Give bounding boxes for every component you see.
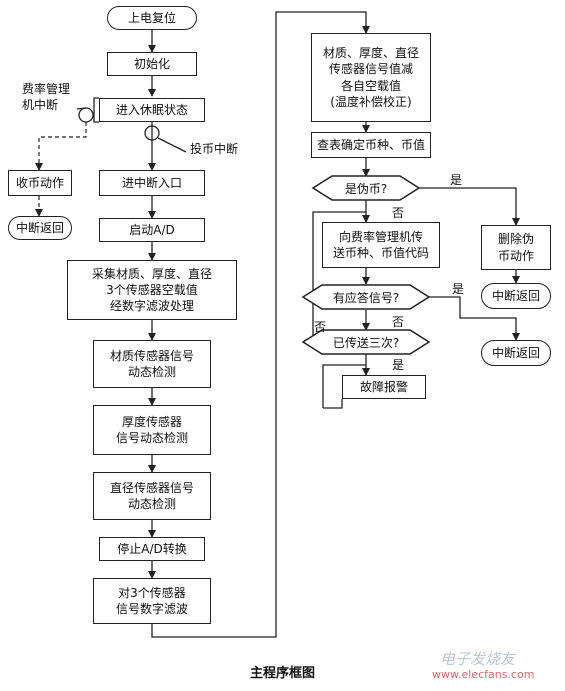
reply-return-box: 中断返回 xyxy=(481,340,551,366)
stop-ad-box: 停止A/D转换 xyxy=(99,537,205,561)
thickness-detect-box: 厚度传感器 信号动态检测 xyxy=(93,405,211,455)
fee-interrupt-label: 费率管理 机中断 xyxy=(22,82,71,112)
subtract-box: 材质、厚度、直径 传感器信号值减 各自空载值 (温度补偿校正) xyxy=(311,33,431,122)
send-code-box: 向费率管理机传 送币种、币值代码 xyxy=(322,222,440,268)
watermark-logo: 电子发烧友 xyxy=(440,650,516,668)
yes-label-reply: 是 xyxy=(452,282,465,296)
collect-box: 采集材质、厚度、直径 3个传感器空载值 经数字滤波处理 xyxy=(67,260,237,320)
sleep-box: 进入休眠状态 xyxy=(99,98,205,122)
has-reply-decision: 有应答信号? xyxy=(332,290,400,305)
enter-interrupt-box: 进中断入口 xyxy=(99,170,205,196)
collect-coin-box: 收币动作 xyxy=(8,170,72,196)
diameter-detect-box: 直径传感器信号 动态检测 xyxy=(93,472,211,520)
yes-label-fake: 是 xyxy=(450,173,463,187)
start-ad-box: 启动A/D xyxy=(99,218,205,242)
no-label-reply: 否 xyxy=(392,315,405,329)
is-fake-decision: 是伪币? xyxy=(344,181,388,196)
fake-return-box: 中断返回 xyxy=(481,283,551,309)
coin-interrupt-label: 投币中断 xyxy=(190,142,239,156)
filter-box: 对3个传感器 信号数字滤波 xyxy=(93,578,211,624)
lookup-box: 查表确定币种、币值 xyxy=(311,132,431,158)
init-box: 初始化 xyxy=(107,52,197,76)
no-label-three: 否 xyxy=(314,320,327,334)
fault-alarm-box: 故障报警 xyxy=(342,375,426,399)
yes-label-three: 是 xyxy=(392,358,405,372)
diagram-caption: 主程序框图 xyxy=(249,666,315,681)
no-label-fake: 否 xyxy=(392,206,405,220)
material-detect-box: 材质传感器信号 动态检测 xyxy=(93,340,211,388)
watermark-url: www.elecfans.com xyxy=(432,668,535,681)
side-return-box: 中断返回 xyxy=(8,216,72,240)
sent-three-decision: 已传送三次? xyxy=(332,335,400,350)
power-reset-box: 上电复位 xyxy=(107,6,197,30)
delete-fake-box: 删除伪 币动作 xyxy=(481,225,551,270)
